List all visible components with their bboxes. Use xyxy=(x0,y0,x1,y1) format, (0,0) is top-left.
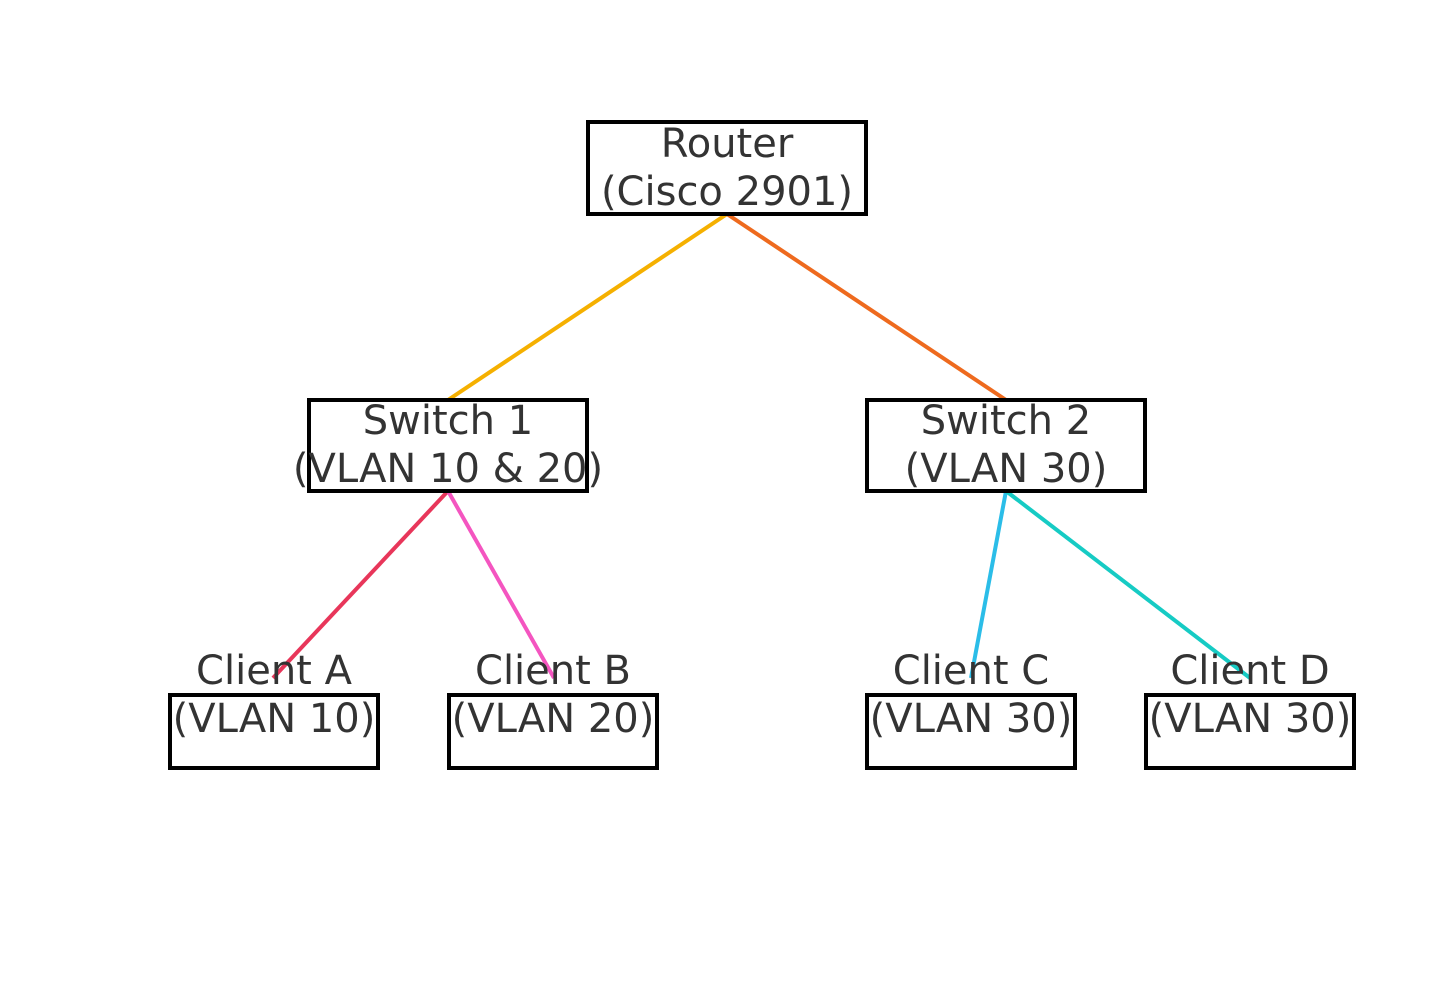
switch2-node: Switch 2 (VLAN 30) xyxy=(865,398,1147,493)
link-switch2-clientC xyxy=(969,490,1008,679)
switch2-name: Switch 2 xyxy=(921,398,1091,444)
clientA-node: Client A (VLAN 10) xyxy=(168,648,380,770)
router-node: Router (Cisco 2901) xyxy=(586,120,868,216)
router-model: (Cisco 2901) xyxy=(601,169,853,215)
links xyxy=(271,212,1252,680)
link-router-switch1 xyxy=(446,212,729,402)
router-box xyxy=(586,120,868,216)
switch2-box xyxy=(865,398,1147,493)
clientB-node: Client B (VLAN 20) xyxy=(447,648,659,770)
clientB-vlan: (VLAN 20) xyxy=(452,696,655,742)
clientC-box xyxy=(865,693,1077,770)
clientD-name: Client D xyxy=(1170,648,1329,694)
router-name: Router xyxy=(661,121,794,167)
clientA-box xyxy=(168,693,380,770)
clientA-name: Client A xyxy=(196,648,353,694)
link-switch1-clientB xyxy=(446,490,556,679)
link-switch2-clientD xyxy=(1004,489,1252,680)
link-switch1-clientA xyxy=(271,489,450,680)
link-router-switch2 xyxy=(725,212,1008,402)
clientD-box xyxy=(1144,693,1356,770)
clientC-vlan: (VLAN 30) xyxy=(870,696,1073,742)
switch2-vlans: (VLAN 30) xyxy=(905,446,1108,492)
clientD-vlan: (VLAN 30) xyxy=(1149,696,1352,742)
clientC-name: Client C xyxy=(893,648,1049,694)
switch1-node: Switch 1 (VLAN 10 & 20) xyxy=(293,398,603,493)
switch1-name: Switch 1 xyxy=(363,398,533,444)
clientA-vlan: (VLAN 10) xyxy=(173,696,376,742)
switch1-vlans: (VLAN 10 & 20) xyxy=(293,446,603,492)
clientC-node: Client C (VLAN 30) xyxy=(865,648,1077,770)
clientD-node: Client D (VLAN 30) xyxy=(1144,648,1356,770)
clientB-name: Client B xyxy=(475,648,631,694)
clientB-box xyxy=(447,693,659,770)
switch1-box xyxy=(307,398,589,493)
